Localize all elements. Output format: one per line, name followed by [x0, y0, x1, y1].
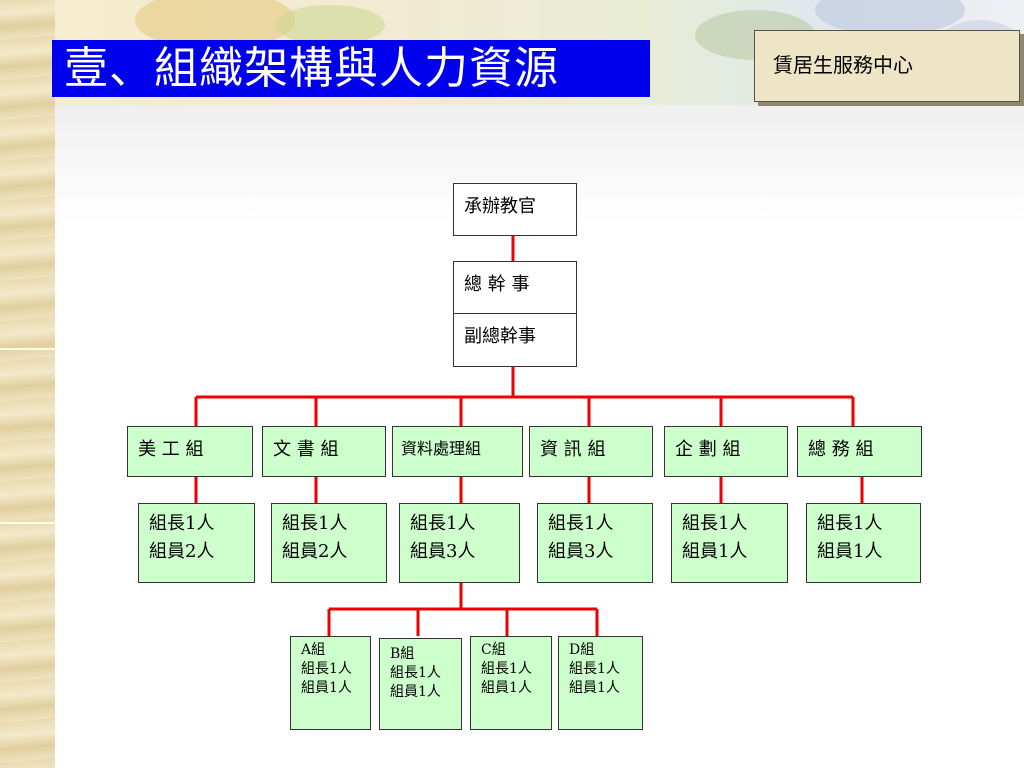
subgroup-name: A組: [301, 642, 326, 658]
subgroup-node: C組組長1人組員1人: [470, 636, 552, 730]
staff-node: 組長1人組員3人: [537, 503, 653, 583]
org-node-vice: 副總幹事: [453, 313, 577, 367]
staff-leader: 組長1人: [410, 513, 476, 534]
staff-members: 組員3人: [410, 541, 476, 562]
page-title: 壹、組織架構與人力資源: [52, 40, 650, 97]
group-node: 資 訊 組: [529, 426, 653, 477]
staff-members: 組員2人: [282, 541, 348, 562]
subgroup-leader: 組長1人: [481, 661, 532, 677]
group-name: 資料處理組: [401, 439, 482, 458]
subgroup-leader: 組長1人: [569, 661, 620, 677]
subgroup-name: B組: [390, 646, 415, 662]
staff-members: 組員1人: [682, 541, 748, 562]
org-node-vice-label: 副總幹事: [464, 326, 536, 347]
staff-leader: 組長1人: [817, 513, 883, 534]
staff-leader: 組長1人: [282, 513, 348, 534]
staff-leader: 組長1人: [149, 513, 215, 534]
group-node: 企 劃 組: [664, 426, 788, 477]
staff-node: 組長1人組員2人: [271, 503, 387, 583]
subgroup-node: A組組長1人組員1人: [290, 636, 371, 730]
group-name: 美 工 組: [138, 439, 204, 460]
staff-node: 組長1人組員1人: [671, 503, 788, 583]
subgroup-members: 組員1人: [301, 680, 352, 696]
subgroup-node: B組組長1人組員1人: [379, 638, 462, 730]
staff-leader: 組長1人: [548, 513, 614, 534]
subgroup-leader: 組長1人: [390, 665, 441, 681]
group-name: 文 書 組: [273, 439, 339, 460]
org-node-root: 承辦教官: [453, 183, 577, 236]
group-node: 資料處理組: [392, 426, 523, 477]
subgroup-members: 組員1人: [481, 680, 532, 696]
org-node-chief-label: 總 幹 事: [464, 274, 530, 295]
subgroup-node: D組組長1人組員1人: [558, 636, 643, 730]
group-node: 文 書 組: [262, 426, 386, 477]
org-node-chief: 總 幹 事: [453, 261, 577, 314]
org-node-root-label: 承辦教官: [464, 196, 536, 217]
subgroup-members: 組員1人: [390, 684, 441, 700]
staff-node: 組長1人組員2人: [138, 503, 255, 583]
staff-members: 組員3人: [548, 541, 614, 562]
group-name: 總 務 組: [808, 439, 874, 460]
group-node: 總 務 組: [797, 426, 922, 477]
subgroup-name: C組: [481, 642, 506, 658]
center-name-badge: 賃居生服務中心: [754, 30, 1020, 102]
staff-members: 組員2人: [149, 541, 215, 562]
group-name: 資 訊 組: [540, 439, 606, 460]
staff-node: 組長1人組員1人: [806, 503, 921, 583]
background-texture-strip: [0, 0, 55, 768]
staff-members: 組員1人: [817, 541, 883, 562]
subgroup-leader: 組長1人: [301, 661, 352, 677]
staff-node: 組長1人組員3人: [399, 503, 520, 583]
group-node: 美 工 組: [127, 426, 253, 477]
subgroup-name: D組: [569, 642, 595, 658]
subgroup-members: 組員1人: [569, 680, 620, 696]
staff-leader: 組長1人: [682, 513, 748, 534]
group-name: 企 劃 組: [675, 439, 741, 460]
